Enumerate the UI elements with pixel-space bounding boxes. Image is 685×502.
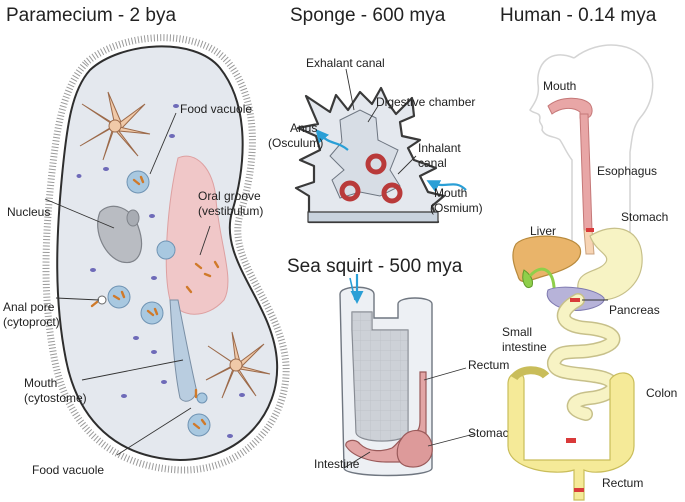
purple-granules (76, 104, 245, 438)
label-mouth-sponge: Mouth (434, 186, 467, 200)
label-food-vacuole-bottom: Food vacuole (32, 463, 104, 477)
label-nucleus: Nucleus (7, 205, 50, 219)
human-title: Human - 0.14 mya (500, 5, 657, 26)
sponge-title: Sponge - 600 mya (290, 5, 446, 26)
oral-cavity (547, 97, 593, 119)
sea-squirt-stomach (396, 429, 433, 468)
label-intestine-sea-squirt: Intestine (314, 457, 360, 471)
label-pancreas: Pancreas (609, 303, 660, 317)
paramecium-cilia (42, 34, 290, 474)
label-rectum-human: Rectum (602, 476, 643, 490)
human-colon (507, 372, 635, 501)
colon-top (510, 366, 550, 381)
sponge-base (307, 211, 439, 223)
ileocecal-sphincter (566, 438, 576, 443)
paramecium-title: Paramecium - 2 bya (6, 5, 176, 26)
label-osculum: (Osculum) (268, 136, 323, 150)
contractile-vacuole-bottom (205, 331, 271, 399)
sea-squirt-title: Sea squirt - 500 mya (287, 256, 463, 277)
label-colon: Colon (646, 386, 677, 400)
human-liver (512, 235, 582, 283)
choanocyte-rings (339, 153, 403, 204)
sponge-inner-chamber (329, 109, 401, 199)
esophagus (579, 113, 593, 231)
cytostome-funnel (169, 299, 197, 402)
label-vestibulum: (vestibulum) (198, 204, 263, 218)
label-esophagus: Esophagus (597, 164, 657, 178)
label-canal: canal (418, 156, 447, 170)
cardiac-sphincter (586, 228, 594, 232)
label-small: Small (502, 325, 532, 339)
label-food-vacuole-top: Food vacuole (180, 102, 252, 116)
contractile-vacuole-top (79, 91, 151, 161)
human-illustration: Mouth Esophagus Stomach Liver Pancreas S… (502, 44, 677, 501)
label-digestive-chamber: Digestive chamber (376, 95, 475, 109)
label-cytostome: (cytostome) (24, 391, 87, 405)
label-cytoproct: (cytoproct) (3, 315, 60, 329)
label-mouth-human: Mouth (543, 79, 576, 93)
gallbladder (522, 269, 533, 288)
label-anal-pore: Anal pore (3, 300, 55, 314)
label-intestine-human: intestine (502, 340, 547, 354)
sponge-illustration: Exhalant canal Digestive chamber Anus (O… (268, 56, 483, 224)
label-osmium: (Osmium) (430, 201, 483, 215)
head-outline (529, 54, 575, 250)
pharynx-shade (352, 312, 408, 441)
label-anus-sponge: Anus (290, 121, 317, 135)
label-inhalant: Inhalant (418, 141, 461, 155)
paramecium-illustration: Food vacuole Nucleus Oral groove (vestib… (3, 34, 290, 477)
anal-sphincter (574, 488, 584, 492)
water-inflow-arrow-2 (349, 277, 356, 301)
label-stomach-sea-squirt: Stomach (468, 426, 515, 440)
label-mouth-paramecium: Mouth (24, 376, 57, 390)
mouth-flow-arrow (426, 180, 467, 193)
label-oral-groove: Oral groove (198, 189, 261, 203)
label-stomach-human: Stomach (621, 210, 668, 224)
skull-outline (573, 44, 654, 250)
food-particles (90, 175, 220, 430)
micronucleus (126, 209, 140, 227)
label-liver: Liver (530, 224, 556, 238)
label-rectum-sea-squirt: Rectum (468, 358, 509, 372)
anal-pore-marker (97, 295, 107, 305)
small-intestine-fill (548, 294, 619, 420)
anus-flow-arrow (315, 128, 349, 151)
pyloric-sphincter (570, 298, 580, 302)
label-exhalant-canal: Exhalant canal (306, 56, 385, 70)
sea-squirt-illustration: Rectum Stomach Intestine (314, 274, 515, 477)
